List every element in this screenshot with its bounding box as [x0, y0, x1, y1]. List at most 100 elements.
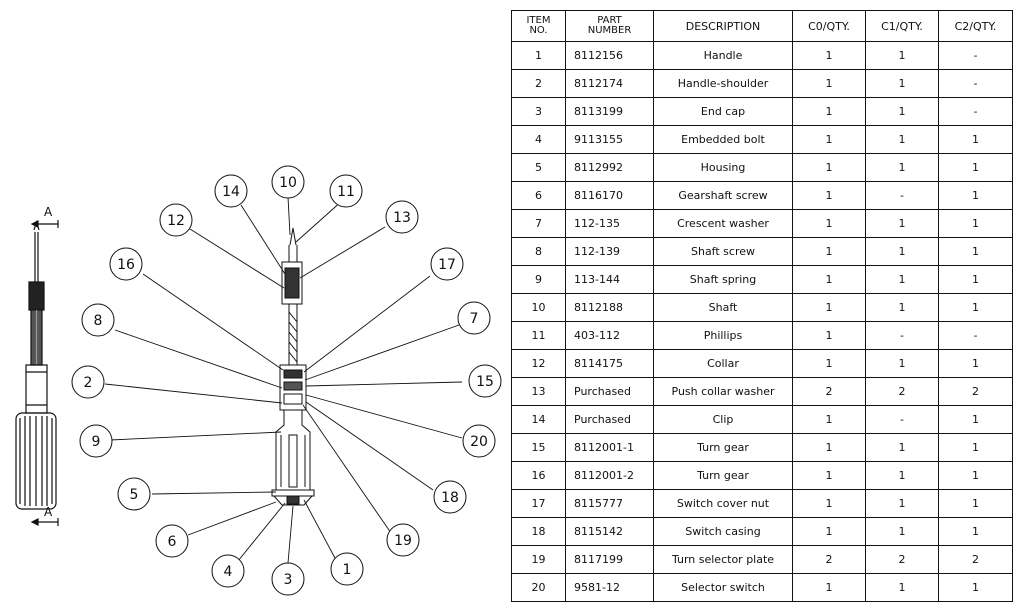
cell-c2-qty: - [938, 41, 1013, 70]
balloon-15: 15 [476, 374, 494, 390]
cell-item-no: 3 [511, 97, 566, 126]
cell-item-no: 19 [511, 545, 566, 574]
cell-part-number: 112-135 [565, 209, 654, 238]
cell-item-no: 5 [511, 153, 566, 182]
cell-part-number: 9581-12 [565, 573, 654, 602]
cell-description: Collar [653, 349, 793, 378]
header-item-no-line2: NO. [529, 25, 548, 36]
balloon-13: 13 [393, 210, 411, 226]
cell-c0-qty: 1 [792, 349, 866, 378]
balloon-3: 3 [284, 572, 293, 588]
balloon-6: 6 [168, 534, 177, 550]
balloon-14: 14 [222, 184, 240, 200]
cell-c1-qty: 1 [865, 237, 939, 266]
cell-c1-qty: 1 [865, 349, 939, 378]
balloon-16: 16 [117, 257, 135, 273]
cell-part-number: 9113155 [565, 125, 654, 154]
cell-c0-qty: 1 [792, 321, 866, 350]
cell-c1-qty: 1 [865, 489, 939, 518]
cell-c1-qty: 1 [865, 433, 939, 462]
cell-description: Shaft spring [653, 265, 793, 294]
cell-c2-qty: 1 [938, 293, 1013, 322]
cell-description: Turn gear [653, 433, 793, 462]
cell-c0-qty: 1 [792, 293, 866, 322]
cell-c0-qty: 1 [792, 265, 866, 294]
balloon-17: 17 [438, 257, 456, 273]
cell-item-no: 7 [511, 209, 566, 238]
cell-c0-qty: 1 [792, 125, 866, 154]
cell-c1-qty: 1 [865, 41, 939, 70]
balloon-10: 10 [279, 175, 297, 191]
cell-part-number: 8112001-2 [565, 461, 654, 490]
balloon-20: 20 [470, 434, 488, 450]
balloon-11: 11 [337, 184, 355, 200]
cell-part-number: 8112188 [565, 293, 654, 322]
cell-description: Turn gear [653, 461, 793, 490]
balloon-2: 2 [84, 375, 93, 391]
header-c0-qty: C0/QTY. [792, 10, 866, 42]
cell-c1-qty: 1 [865, 293, 939, 322]
cell-part-number: 8112156 [565, 41, 654, 70]
cell-description: End cap [653, 97, 793, 126]
cell-c2-qty: 1 [938, 349, 1013, 378]
cell-c2-qty: - [938, 69, 1013, 98]
cell-item-no: 16 [511, 461, 566, 490]
cell-description: Switch cover nut [653, 489, 793, 518]
balloon-19: 19 [394, 533, 412, 549]
cell-c1-qty: - [865, 321, 939, 350]
cell-description: Shaft [653, 293, 793, 322]
cell-part-number: 8115777 [565, 489, 654, 518]
header-part-number-line1: PART [597, 15, 622, 26]
cell-description: Phillips [653, 321, 793, 350]
cell-c0-qty: 1 [792, 405, 866, 434]
cell-item-no: 13 [511, 377, 566, 406]
cell-description: Embedded bolt [653, 125, 793, 154]
cell-part-number: 8113199 [565, 97, 654, 126]
cell-c2-qty: - [938, 97, 1013, 126]
cell-item-no: 15 [511, 433, 566, 462]
cell-part-number: Purchased [565, 377, 654, 406]
balloon-7: 7 [470, 311, 479, 327]
cell-item-no: 8 [511, 237, 566, 266]
cell-c0-qty: 1 [792, 153, 866, 182]
cell-c2-qty: 2 [938, 377, 1013, 406]
cell-c2-qty: 1 [938, 237, 1013, 266]
cell-c2-qty: 1 [938, 181, 1013, 210]
cell-item-no: 1 [511, 41, 566, 70]
balloon-9: 9 [92, 434, 101, 450]
cell-c1-qty: 1 [865, 461, 939, 490]
header-c1-qty: C1/QTY. [865, 10, 939, 42]
cell-c2-qty: 1 [938, 125, 1013, 154]
header-item-no-line1: ITEM [526, 15, 551, 26]
assembly-drawing: A A [15, 165, 502, 596]
cell-c2-qty: 1 [938, 517, 1013, 546]
header-part-number-line2: NUMBER [587, 25, 632, 36]
section-label-top: A [44, 205, 53, 219]
balloon-18: 18 [441, 490, 459, 506]
cell-c0-qty: 1 [792, 209, 866, 238]
cell-c0-qty: 1 [792, 97, 866, 126]
cell-part-number: 8115142 [565, 517, 654, 546]
cell-part-number: 8112992 [565, 153, 654, 182]
cell-item-no: 14 [511, 405, 566, 434]
section-label-bottom: A [44, 505, 53, 519]
cell-c0-qty: 1 [792, 237, 866, 266]
header-part-number: PART NUMBER [565, 10, 654, 42]
cell-description: Handle-shoulder [653, 69, 793, 98]
cell-description: Switch casing [653, 517, 793, 546]
cell-item-no: 10 [511, 293, 566, 322]
cell-c2-qty: 1 [938, 573, 1013, 602]
